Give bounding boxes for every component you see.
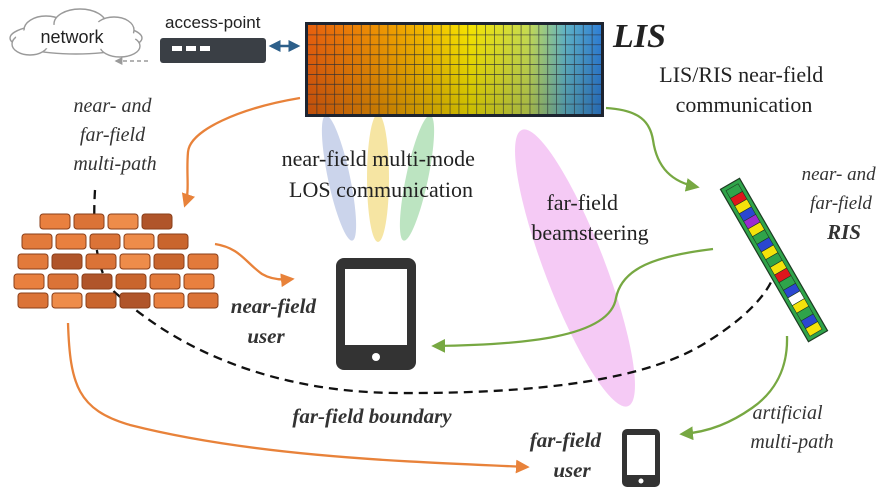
access-point-label: access-point — [165, 13, 261, 32]
label-near-far-multipath-3: multi-path — [73, 153, 156, 175]
label-near-field-user-1: near-field — [231, 294, 317, 318]
beams — [321, 114, 635, 407]
lis-panel — [305, 22, 604, 117]
label-lis-ris-nearfield: LIS/RIS near-field communication — [659, 62, 828, 117]
label-multimode-los: near-field multi-mode LOS communication — [282, 146, 481, 202]
green-arrow-ris-to-far-user — [679, 335, 789, 441]
ris-cell — [805, 321, 823, 337]
brick — [107, 213, 139, 230]
label-artificial-multipath: artificial multi-path — [750, 402, 833, 453]
brick — [187, 292, 219, 309]
label-beamsteering-1: far-field — [546, 190, 618, 215]
label-artificial-multipath-1: artificial — [753, 402, 823, 424]
label-near-far-multipath-2: far-field — [80, 124, 146, 146]
brick — [183, 273, 215, 290]
label-far-field-user: far-field user — [530, 428, 606, 482]
label-far-field-boundary: far-field boundary — [292, 404, 452, 428]
label-near-far-multipath-1: near- and — [74, 95, 153, 117]
beam-green — [399, 115, 435, 241]
brick — [149, 273, 181, 290]
brick — [157, 233, 189, 250]
brick — [81, 273, 113, 290]
brick — [73, 213, 105, 230]
label-multimode-los-2: LOS communication — [289, 177, 473, 202]
network-cloud — [9, 8, 143, 58]
label-beamsteering-2: beamsteering — [531, 220, 648, 245]
beam-yellow — [367, 114, 389, 242]
brick — [51, 253, 83, 270]
label-ris: RIS — [826, 220, 861, 244]
access-point-device — [160, 38, 266, 63]
brick — [119, 253, 151, 270]
brick — [153, 292, 185, 309]
label-near-far-ris: near- and far-field — [802, 164, 881, 214]
label-far-field-user-2: user — [553, 458, 591, 482]
label-near-far-multipath: near- and far-field multi-path — [73, 95, 156, 175]
brick — [21, 233, 53, 250]
beam-pink — [515, 129, 635, 407]
ris-panel — [719, 177, 829, 343]
label-near-field-user: near-field user — [231, 294, 321, 348]
brick — [17, 292, 49, 309]
green-arrow-ris-to-near-user — [431, 247, 714, 353]
brick — [119, 292, 151, 309]
brick — [187, 253, 219, 270]
far-field-user-device — [622, 429, 660, 487]
label-near-far-ris-2: far-field — [810, 193, 872, 214]
label-near-field-user-2: user — [247, 324, 285, 348]
brick — [123, 233, 155, 250]
label-artificial-multipath-2: multi-path — [750, 431, 833, 453]
brick — [51, 292, 83, 309]
label-near-far-ris-1: near- and — [802, 164, 877, 185]
lis-title: LIS — [612, 18, 666, 55]
label-lis-ris-nearfield-2: communication — [676, 92, 813, 117]
label-far-field-user-1: far-field — [530, 428, 602, 452]
brick — [55, 233, 87, 250]
brick — [85, 292, 117, 309]
brick — [89, 233, 121, 250]
near-field-user-device — [336, 258, 416, 370]
brick — [47, 273, 79, 290]
green-arrow-lis-to-ris — [605, 106, 700, 192]
brick-wall — [13, 213, 219, 309]
brick — [153, 253, 185, 270]
label-multimode-los-1: near-field multi-mode — [282, 146, 475, 171]
orange-arrow-wall-to-far-user — [66, 322, 530, 474]
brick — [17, 253, 49, 270]
label-lis-ris-nearfield-1: LIS/RIS near-field — [659, 62, 823, 87]
lis-grid — [308, 25, 601, 114]
ris-cells — [725, 183, 823, 337]
brick — [115, 273, 147, 290]
brick — [13, 273, 45, 290]
orange-arrow-lis-to-wall — [181, 96, 301, 208]
brick — [39, 213, 71, 230]
orange-arrow-wall-to-near-user — [214, 242, 295, 288]
brick — [85, 253, 117, 270]
beam-blue — [321, 115, 357, 241]
label-far-field-beamsteering: far-field beamsteering — [531, 190, 648, 245]
brick — [141, 213, 173, 230]
far-field-boundary-curve — [93, 189, 774, 395]
network-label: network — [40, 27, 104, 47]
